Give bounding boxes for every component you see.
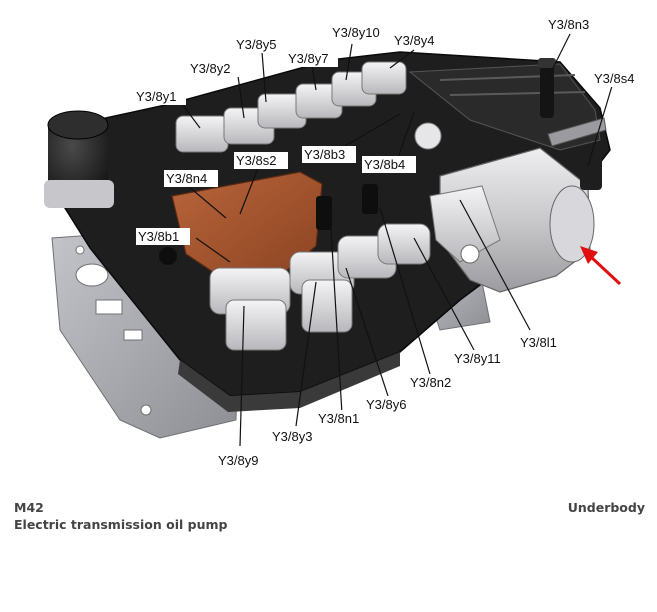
svg-text:Y3/8y11: Y3/8y11 — [454, 351, 501, 366]
svg-text:Y3/8n1: Y3/8n1 — [318, 411, 359, 426]
sensors — [159, 122, 442, 265]
label-y3-8s2: Y3/8s2 — [234, 152, 288, 169]
electric-oil-pump — [429, 117, 607, 293]
svg-text:Y3/8b1: Y3/8b1 — [138, 229, 179, 244]
label-y3-8l1: Y3/8l1 — [518, 334, 570, 351]
label-y3-8y4: Y3/8y4 — [392, 32, 444, 49]
svg-text:Y3/8n3: Y3/8n3 — [548, 17, 589, 32]
label-y3-8y10: Y3/8y10 — [330, 24, 390, 41]
svg-text:Y3/8y10: Y3/8y10 — [332, 25, 380, 40]
indicator-arrow — [580, 246, 622, 286]
svg-text:Y3/8y3: Y3/8y3 — [272, 429, 312, 444]
svg-text:Y3/8y5: Y3/8y5 — [236, 37, 276, 52]
solenoid-row-top — [175, 61, 407, 153]
component-description: Electric transmission oil pump — [14, 517, 228, 532]
label-y3-8n4: Y3/8n4 — [164, 170, 218, 187]
svg-text:Y3/8n2: Y3/8n2 — [410, 375, 451, 390]
electrical-connector-left — [44, 110, 114, 208]
callout-labels: Y3/8y1 Y3/8y2 Y3/8y5 Y3/8y7 Y3/8y10 Y3/8… — [134, 16, 646, 469]
svg-text:Y3/8s2: Y3/8s2 — [236, 153, 276, 168]
label-y3-8y5: Y3/8y5 — [234, 36, 286, 53]
svg-text:Y3/8y7: Y3/8y7 — [288, 51, 328, 66]
svg-text:Y3/8b3: Y3/8b3 — [304, 147, 345, 162]
solenoid-row-bottom — [209, 223, 431, 351]
label-y3-8y1: Y3/8y1 — [134, 88, 186, 105]
svg-text:Y3/8y1: Y3/8y1 — [136, 89, 176, 104]
component-location: Underbody — [567, 500, 645, 515]
svg-text:Y3/8b4: Y3/8b4 — [364, 157, 405, 172]
label-y3-8y9: Y3/8y9 — [216, 452, 268, 469]
label-y3-8y11: Y3/8y11 — [452, 350, 512, 367]
leader-lines — [181, 33, 613, 447]
svg-text:Y3/8y4: Y3/8y4 — [394, 33, 434, 48]
label-y3-8s4: Y3/8s4 — [592, 70, 646, 87]
label-y3-8y2: Y3/8y2 — [188, 60, 240, 77]
svg-text:Y3/8n4: Y3/8n4 — [166, 171, 207, 186]
svg-text:Y3/8y9: Y3/8y9 — [218, 453, 258, 468]
svg-text:Y3/8s4: Y3/8s4 — [594, 71, 634, 86]
label-y3-8n2: Y3/8n2 — [408, 374, 462, 391]
label-y3-8n3: Y3/8n3 — [546, 16, 600, 33]
label-y3-8y6: Y3/8y6 — [364, 396, 416, 413]
label-y3-8b1: Y3/8b1 — [136, 228, 190, 245]
svg-text:Y3/8y6: Y3/8y6 — [366, 397, 406, 412]
label-y3-8b3: Y3/8b3 — [302, 146, 356, 163]
connector-pin-top-right — [538, 58, 556, 118]
transmission-valve-body-illustration: Y3/8y1 Y3/8y2 Y3/8y5 Y3/8y7 Y3/8y10 Y3/8… — [44, 16, 646, 469]
svg-text:Y3/8l1: Y3/8l1 — [520, 335, 557, 350]
component-code: M42 — [14, 500, 44, 515]
svg-text:Y3/8y2: Y3/8y2 — [190, 61, 230, 76]
label-y3-8b4: Y3/8b4 — [362, 156, 416, 173]
label-y3-8n1: Y3/8n1 — [316, 410, 370, 427]
label-y3-8y7: Y3/8y7 — [286, 50, 338, 67]
label-y3-8y3: Y3/8y3 — [270, 428, 322, 445]
